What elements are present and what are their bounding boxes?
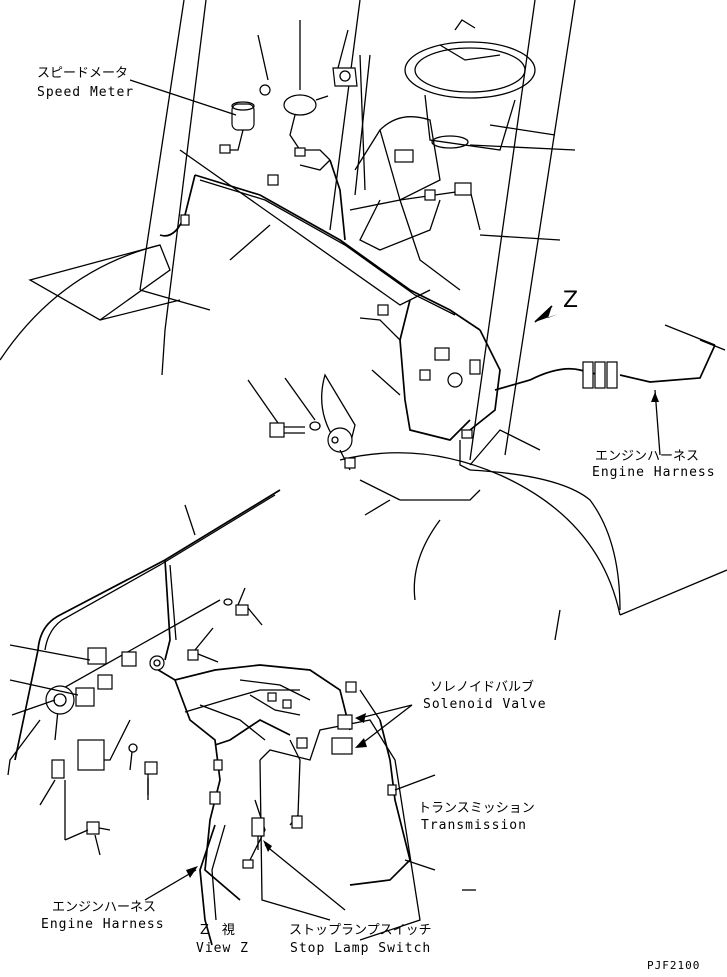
view-z-label-en: View Z: [196, 941, 249, 956]
engine-harness-left-label-en: Engine Harness: [41, 917, 165, 932]
engine-harness-left-label-jp: エンジンハーネス: [52, 900, 157, 915]
solenoid-arrows: [355, 704, 413, 748]
upper-harness: [159, 159, 726, 471]
stop-lamp-switch: [251, 817, 265, 850]
grommet: [149, 655, 165, 671]
lower-frame: [14, 489, 421, 941]
speed-meter: [219, 101, 255, 154]
engine-harness-right-label-jp: エンジンハーネス: [595, 449, 700, 464]
engine-harness-right-label-en: Engine Harness: [592, 465, 716, 480]
transmission-label-en: Transmission: [421, 818, 527, 833]
fender: [339, 429, 727, 641]
speed-meter-label-jp: スピードメータ: [37, 66, 129, 81]
engine-harness-arrow-right: [651, 392, 659, 402]
lamp-bulb: [259, 84, 271, 96]
stop-lamp-switch-label-jp: ストップランプスイッチ: [289, 923, 432, 938]
z-direction-arrow: [534, 305, 558, 323]
horn: [321, 373, 356, 471]
relays: [45, 647, 137, 779]
solenoid-valves: [331, 714, 353, 755]
transmission-label-jp: トランスミッション: [418, 801, 535, 816]
speed-meter-label-en: Speed Meter: [37, 85, 135, 100]
connectors-upper: [180, 149, 618, 469]
steering-wheel: [349, 19, 536, 231]
engine-harness-arrow-left: [186, 866, 198, 878]
solenoid-valve-label-jp: ソレノイドバルブ: [430, 680, 535, 695]
connectors-lower: [209, 681, 397, 869]
lower-harness: [7, 664, 411, 946]
leader-lines-upper: [129, 20, 661, 516]
stop-lamp-arrow: [263, 840, 272, 852]
solenoid-valve-label-en: Solenoid Valve: [423, 697, 547, 712]
leader-lines-lower: [9, 504, 476, 911]
bolt-upper: [269, 421, 321, 438]
bolts-lower: [86, 598, 263, 835]
key-switch: [283, 94, 331, 161]
view-z-label-jp: Z 視: [200, 923, 235, 938]
bracket: [332, 67, 358, 87]
stop-lamp-switch-label-en: Stop Lamp Switch: [290, 941, 432, 956]
cab-frame: [0, 0, 576, 461]
z-marker-label: Z: [563, 288, 580, 313]
drawing-code: PJF2100: [647, 959, 701, 972]
